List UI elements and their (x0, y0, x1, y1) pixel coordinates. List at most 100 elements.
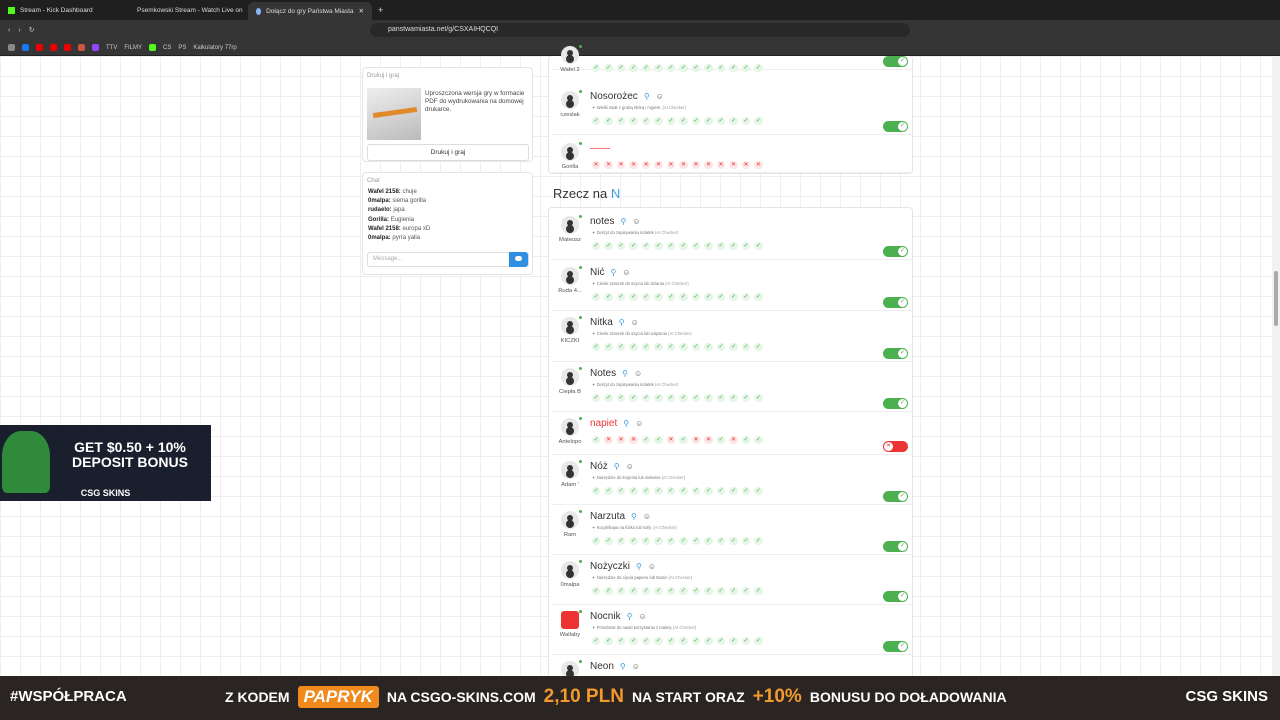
emoji-react-icon[interactable]: ☺ (638, 612, 647, 621)
online-indicator (579, 610, 582, 613)
check-icon: ✓ (716, 537, 726, 546)
search-icon[interactable]: ⚲ (623, 419, 630, 428)
check-icon: ✓ (729, 587, 738, 596)
search-icon[interactable]: ⚲ (610, 268, 617, 277)
search-icon[interactable]: ⚲ (618, 318, 625, 327)
scrollbar[interactable] (1272, 56, 1280, 676)
kick-icon (8, 6, 15, 14)
search-icon[interactable]: ⚲ (626, 612, 633, 621)
emoji-react-icon[interactable]: ☺ (642, 512, 652, 521)
search-icon[interactable]: ⚲ (619, 662, 626, 671)
address-bar-row: ‹ › ↻ panstwamiasta.net/g/CSXAIHQCQI (0, 20, 1280, 40)
advert-banner[interactable]: GET $0.50 + 10% DEPOSIT BONUS CSG SKINS (0, 425, 211, 501)
answer-row: Ruda 4...Nić⚲☺✦ Cienki sznurek do szycia… (552, 261, 912, 311)
chat-message: 0malpa: siema gorilla (368, 198, 427, 205)
forward-icon[interactable]: › (18, 26, 21, 34)
accept-toggle[interactable] (883, 246, 908, 257)
facebook-icon[interactable] (22, 44, 29, 51)
bookmark-kalkulatory[interactable]: Kalkulatory 77rp (193, 44, 237, 51)
accept-toggle[interactable] (883, 441, 908, 452)
check-icon: ✓ (691, 64, 701, 73)
check-icon: ✓ (679, 293, 688, 302)
check-icon: ✓ (629, 394, 638, 403)
youtube-icon[interactable] (50, 44, 57, 51)
gmail-icon[interactable] (78, 44, 85, 51)
apps-icon[interactable] (8, 44, 15, 51)
tab-kick-dashboard[interactable]: Stream - Kick Dashboard (0, 1, 124, 19)
bookmark-cs[interactable]: CS (163, 44, 172, 51)
vote-marks: ✓✓✓✓✓✓✓✓✓✓✓✓✓✓ (592, 637, 763, 646)
check-icon: ✓ (679, 587, 688, 596)
accept-toggle[interactable] (883, 121, 908, 132)
online-indicator (579, 417, 582, 420)
search-icon[interactable]: ⚲ (636, 562, 642, 571)
accept-toggle[interactable] (883, 348, 908, 359)
ai-description: ✦ Narzędzie do krojenia lub siekania (AI… (592, 475, 686, 480)
cross-icon: ✕ (679, 161, 688, 170)
close-tab-icon[interactable]: ✕ (358, 8, 364, 15)
vote-marks: ✓✕✕✕✓✓✕✓✕✕✓✕✓✓ (592, 436, 763, 445)
twitch-icon[interactable] (92, 44, 99, 51)
tab-panstwa-miasta[interactable]: Dołącz do gry Państwa Miasta✕ (248, 2, 372, 20)
check-icon: ✓ (754, 537, 763, 546)
search-icon[interactable]: ⚲ (613, 462, 620, 471)
check-icon: ✓ (754, 394, 763, 403)
url-input[interactable]: panstwamiasta.net/g/CSXAIHQCQI (370, 23, 910, 37)
check-icon: ✓ (592, 64, 601, 73)
emoji-react-icon[interactable]: ☺ (632, 217, 641, 226)
print-and-play-button[interactable]: Drukuj i graj (367, 144, 529, 161)
search-icon[interactable]: ⚲ (643, 92, 650, 101)
accept-toggle[interactable] (883, 591, 908, 602)
check-icon: ✓ (691, 293, 701, 302)
accept-toggle[interactable] (883, 297, 908, 308)
check-icon: ✓ (641, 242, 651, 251)
accept-toggle[interactable] (883, 56, 908, 67)
emoji-react-icon[interactable]: ☺ (625, 462, 634, 471)
online-indicator (579, 90, 582, 93)
accept-toggle[interactable] (883, 398, 908, 409)
reload-icon[interactable]: ↻ (28, 27, 35, 34)
emoji-react-icon[interactable]: ☺ (635, 419, 644, 428)
emoji-react-icon[interactable]: ☺ (622, 268, 631, 277)
answer-row: Adam 'Nóż⚲☺✦ Narzędzie do krojenia lub s… (552, 455, 912, 505)
check-icon: ✓ (654, 587, 663, 596)
answers-card (548, 207, 913, 687)
search-icon[interactable]: ⚲ (620, 217, 627, 226)
answer-word: Nosorożec⚲☺ (590, 91, 664, 102)
check-icon: ✓ (716, 242, 726, 251)
accept-toggle[interactable] (883, 541, 908, 552)
search-icon[interactable]: ⚲ (622, 369, 628, 378)
check-icon: ✓ (604, 343, 613, 352)
tab-stream[interactable]: Psemkowski Stream - Watch Live on (137, 6, 243, 14)
kick-icon[interactable] (149, 44, 157, 51)
cross-icon: ✕ (616, 161, 626, 170)
check-icon: ✓ (691, 242, 701, 251)
search-icon[interactable]: ⚲ (631, 512, 637, 521)
emoji-react-icon[interactable]: ☺ (647, 562, 657, 571)
new-tab-button[interactable]: + (378, 5, 384, 15)
youtube-icon[interactable] (36, 44, 43, 51)
accept-toggle[interactable] (883, 491, 908, 502)
chat-message: Gorilla: Eugienia (368, 216, 415, 223)
emoji-react-icon[interactable]: ☺ (630, 318, 639, 327)
back-icon[interactable]: ‹ (8, 26, 11, 34)
vote-marks: ✓✓✓✓✓✓✓✓✓✓✓✓✓✓ (592, 537, 763, 546)
check-icon: ✓ (604, 537, 613, 546)
accept-toggle[interactable] (883, 641, 908, 652)
bookmark-ttv[interactable]: TTV (106, 44, 118, 51)
chat-message: 0malpa: pyrra yalla (368, 234, 421, 241)
check-icon: ✓ (741, 343, 751, 352)
bookmark-ps[interactable]: PS (178, 44, 187, 51)
emoji-react-icon[interactable]: ☺ (631, 662, 640, 671)
emoji-react-icon[interactable]: ☺ (633, 369, 643, 378)
youtube-icon[interactable] (64, 44, 71, 51)
emoji-react-icon[interactable]: ☺ (655, 92, 664, 101)
chat-message: Wafel 2158: chuje (368, 189, 417, 195)
check-icon: ✓ (629, 293, 638, 302)
chat-message-input[interactable]: Message... (367, 252, 529, 267)
send-icon[interactable] (509, 252, 528, 267)
csgo-skins-logo: CSG SKINS (1185, 688, 1268, 705)
check-icon: ✓ (754, 487, 763, 496)
bookmark-filmy[interactable]: FILMY (124, 44, 143, 51)
cross-icon: ✕ (641, 161, 651, 170)
